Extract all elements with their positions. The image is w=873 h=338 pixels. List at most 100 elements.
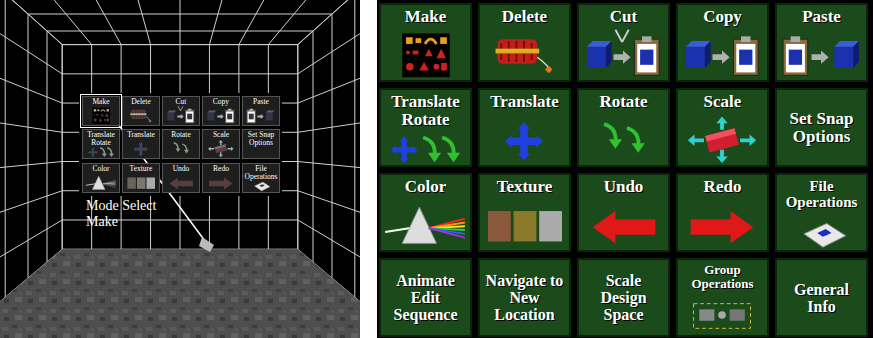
- menu-button: Copy: [202, 96, 240, 126]
- button-label: Redo: [678, 175, 767, 196]
- button-label: Scale: [203, 130, 239, 139]
- grid-line: [47, 0, 121, 45]
- grid-line: [0, 162, 62, 176]
- button-label: Cut: [579, 5, 668, 26]
- grid-line: [298, 162, 360, 176]
- menu-button: Texture: [478, 173, 571, 252]
- grid-line: [62, 73, 298, 74]
- button-label: Copy: [203, 97, 239, 106]
- menu-button: Paste: [242, 96, 280, 126]
- grid-line: [28, 14, 332, 15]
- menu-button: Navigate to New Location: [478, 258, 571, 337]
- button-label: Delete: [123, 97, 159, 106]
- menu-button: Scale Design Space: [577, 258, 670, 337]
- button-label: Translate Rotate: [83, 130, 119, 147]
- menu-button: Translate Rotate: [82, 129, 120, 159]
- grid-line: [62, 45, 63, 250]
- menu-button: Group Operations: [676, 258, 769, 337]
- button-label: Texture: [480, 175, 569, 196]
- button-label: Translate: [123, 130, 159, 139]
- button-label: Animate Edit Sequence: [381, 272, 470, 323]
- button-label: File Operations: [243, 164, 279, 181]
- button-label: Rotate: [579, 90, 668, 111]
- menu-button: Translate: [122, 129, 160, 159]
- button-label: Redo: [203, 164, 239, 173]
- button-label: General Info: [777, 281, 866, 315]
- button-label: Make: [83, 97, 119, 106]
- menu-button: Undo: [162, 163, 200, 193]
- button-label: Scale Design Space: [579, 272, 668, 323]
- button-label: Delete: [480, 5, 569, 26]
- grid-line: [0, 0, 92, 45]
- grid-line: [298, 0, 360, 45]
- menu-button: Scale: [676, 88, 769, 167]
- grid-line: [209, 0, 246, 45]
- button-label: Rotate: [163, 130, 199, 139]
- menu-button: Delete: [478, 3, 571, 82]
- button-label: Cut: [163, 97, 199, 106]
- button-label: Color: [381, 175, 470, 196]
- menu-button: Color: [379, 173, 472, 252]
- grid-line: [297, 45, 298, 250]
- menu-button: Redo: [202, 163, 240, 193]
- mode-label: Mode Select: [86, 198, 156, 214]
- menu-button: File Operations: [242, 163, 280, 193]
- mode-label: Make: [86, 214, 118, 230]
- grid-line: [47, 31, 313, 32]
- grid-line: [298, 110, 360, 132]
- stone-floor: [0, 249, 360, 338]
- button-label: Paste: [777, 5, 866, 26]
- button-label: Set Snap Options: [243, 130, 279, 147]
- menu-button: Undo: [577, 173, 670, 252]
- button-label: File Operations: [777, 175, 866, 210]
- grid-line: [47, 31, 48, 262]
- menu-button: General Info: [775, 258, 868, 337]
- menu-button: Cut: [577, 3, 670, 82]
- grid-line: [298, 0, 360, 45]
- menu-button: Copy: [676, 3, 769, 82]
- menu-button: Translate Rotate: [379, 88, 472, 167]
- menu-button: File Operations: [775, 173, 868, 252]
- menu-button: Animate Edit Sequence: [379, 258, 472, 337]
- button-label: Color: [83, 164, 119, 173]
- grid-line: [0, 0, 62, 45]
- menu-button: Redo: [676, 173, 769, 252]
- button-label: Set Snap Options: [777, 110, 866, 146]
- button-label: Copy: [678, 5, 767, 26]
- menu-button: Rotate: [162, 129, 200, 159]
- grid-line: [5, 0, 6, 297]
- grid-line: [0, 0, 62, 74]
- grid-line: [62, 44, 298, 45]
- menu-button: Set Snap Options: [775, 88, 868, 167]
- menu-button: Color: [82, 163, 120, 193]
- menu-button: Translate: [478, 88, 571, 167]
- grid-line: [114, 0, 151, 45]
- grid-line: [298, 44, 360, 103]
- grid-line: [0, 191, 62, 242]
- grid-line: [332, 14, 333, 278]
- grid-line: [268, 0, 360, 45]
- menu-button: Texture: [122, 163, 160, 193]
- grid-line: [62, 44, 298, 45]
- button-label: Texture: [123, 164, 159, 173]
- grid-line: [298, 0, 360, 74]
- button-label: Undo: [163, 164, 199, 173]
- button-label: Undo: [579, 175, 668, 196]
- button-label: Make: [381, 5, 470, 26]
- grid-line: [0, 44, 62, 103]
- grid-line: [28, 14, 29, 278]
- button-label: Paste: [243, 97, 279, 106]
- menu-button: Make: [379, 3, 472, 82]
- grid-line: [297, 45, 298, 250]
- menu-button: Set Snap Options: [242, 129, 280, 159]
- menu-button: Cut: [162, 96, 200, 126]
- grid-line: [62, 45, 63, 250]
- button-label: Group Operations: [678, 260, 767, 291]
- menu-button: Scale: [202, 129, 240, 159]
- button-label: Translate Rotate: [381, 90, 470, 129]
- grid-line: [180, 0, 181, 45]
- grid-line: [239, 0, 313, 45]
- button-label: Translate: [480, 90, 569, 111]
- grid-line: [0, 0, 62, 45]
- menu-button: Rotate: [577, 88, 670, 167]
